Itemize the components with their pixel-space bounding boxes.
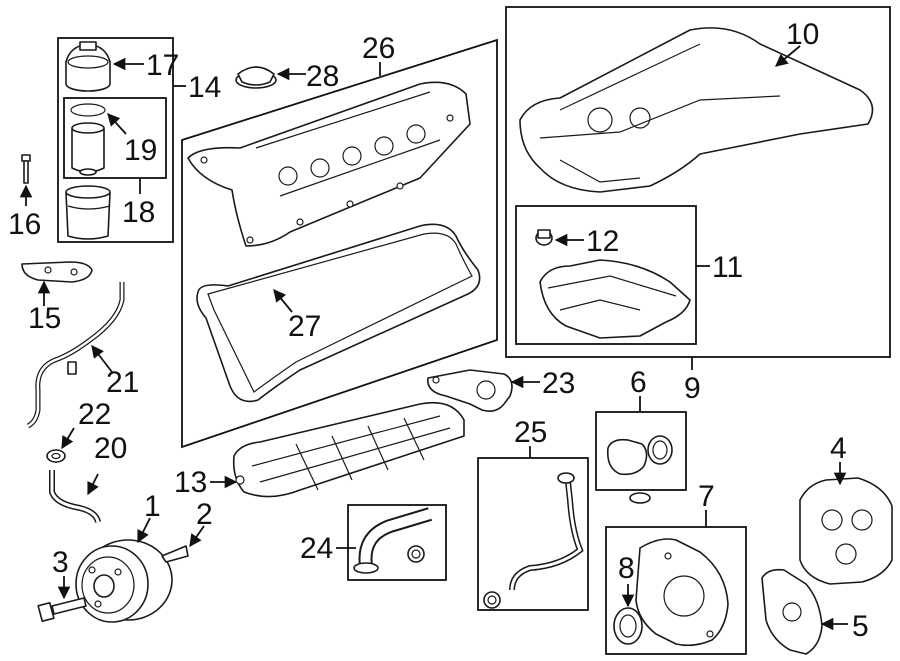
lower-oil-pan-part	[539, 259, 691, 339]
callout-6: 6	[630, 366, 647, 399]
callout-20: 20	[94, 432, 127, 465]
callout-19: 19	[124, 134, 157, 167]
oil-tube-25-part	[483, 472, 584, 609]
callout-8: 8	[618, 552, 635, 585]
leader-19	[107, 113, 127, 135]
callout-26: 26	[362, 32, 395, 65]
callout-16: 16	[8, 208, 41, 241]
lower-oil-pan-box	[515, 205, 697, 345]
front-seal-part	[613, 607, 643, 645]
oil-filter-element-part	[70, 103, 106, 176]
valve-cover-gasket-part	[196, 223, 481, 403]
upper-oil-pan-part	[519, 27, 874, 193]
pickup-tube-box	[347, 504, 447, 581]
washer-22-part	[46, 449, 66, 463]
housing-4-part	[799, 477, 893, 585]
oil-fill-cap-part	[235, 66, 277, 89]
callout-28: 28	[306, 60, 339, 93]
oil-filter-group-box	[57, 37, 174, 243]
oil-pan-group-box	[505, 6, 891, 358]
timing-cover-box	[605, 526, 747, 655]
gasket-15-part	[21, 261, 93, 283]
callout-9: 9	[684, 372, 701, 405]
valve-cover-part	[187, 81, 471, 247]
callout-7: 7	[698, 480, 715, 513]
bolt-16-part	[21, 154, 31, 184]
crank-pulley-part	[75, 539, 173, 623]
pulley-bolt-part	[37, 597, 87, 623]
oil-tube-box	[477, 457, 589, 611]
leader-21	[91, 345, 113, 373]
callout-21: 21	[106, 366, 139, 399]
callout-25: 25	[514, 416, 547, 449]
oil-filter-inner-box	[63, 97, 167, 179]
callout-27: 27	[288, 310, 321, 343]
callout-15: 15	[28, 302, 61, 335]
callout-17: 17	[146, 49, 179, 82]
callout-24: 24	[300, 532, 333, 565]
callout-12: 12	[586, 225, 619, 258]
oil-filter-cap-part	[65, 41, 111, 92]
callout-10: 10	[786, 18, 819, 51]
callout-11: 11	[712, 251, 743, 284]
hose-20-part	[49, 470, 101, 523]
cover-5-part	[761, 568, 823, 655]
callout-1: 1	[144, 490, 161, 523]
pickup-tube-part	[353, 507, 433, 574]
callout-4: 4	[830, 432, 847, 465]
leader-2	[189, 525, 205, 548]
key-part	[161, 545, 189, 563]
leader-10	[775, 45, 801, 67]
oil-filter-housing-part	[65, 185, 111, 240]
leader-20	[87, 473, 99, 496]
oil-tube-21-part	[26, 282, 125, 429]
callout-5: 5	[852, 610, 869, 643]
callout-18: 18	[122, 196, 155, 229]
callout-13: 13	[174, 466, 207, 499]
callout-2: 2	[196, 498, 213, 531]
seal-group-6-part	[606, 435, 673, 504]
timing-cover-part	[635, 538, 729, 647]
leader-22	[61, 427, 75, 450]
callout-23: 23	[542, 367, 575, 400]
callout-22: 22	[78, 398, 111, 431]
callout-14: 14	[188, 71, 221, 104]
drain-plug-part	[535, 229, 553, 246]
lower-cover-13-part	[232, 401, 465, 498]
leader-1	[137, 517, 151, 544]
callout-3: 3	[52, 546, 69, 579]
valve-cover-group-box	[181, 38, 498, 449]
leader-27	[273, 289, 293, 313]
seal-group-box	[595, 411, 687, 491]
pump-23-part	[427, 369, 513, 412]
